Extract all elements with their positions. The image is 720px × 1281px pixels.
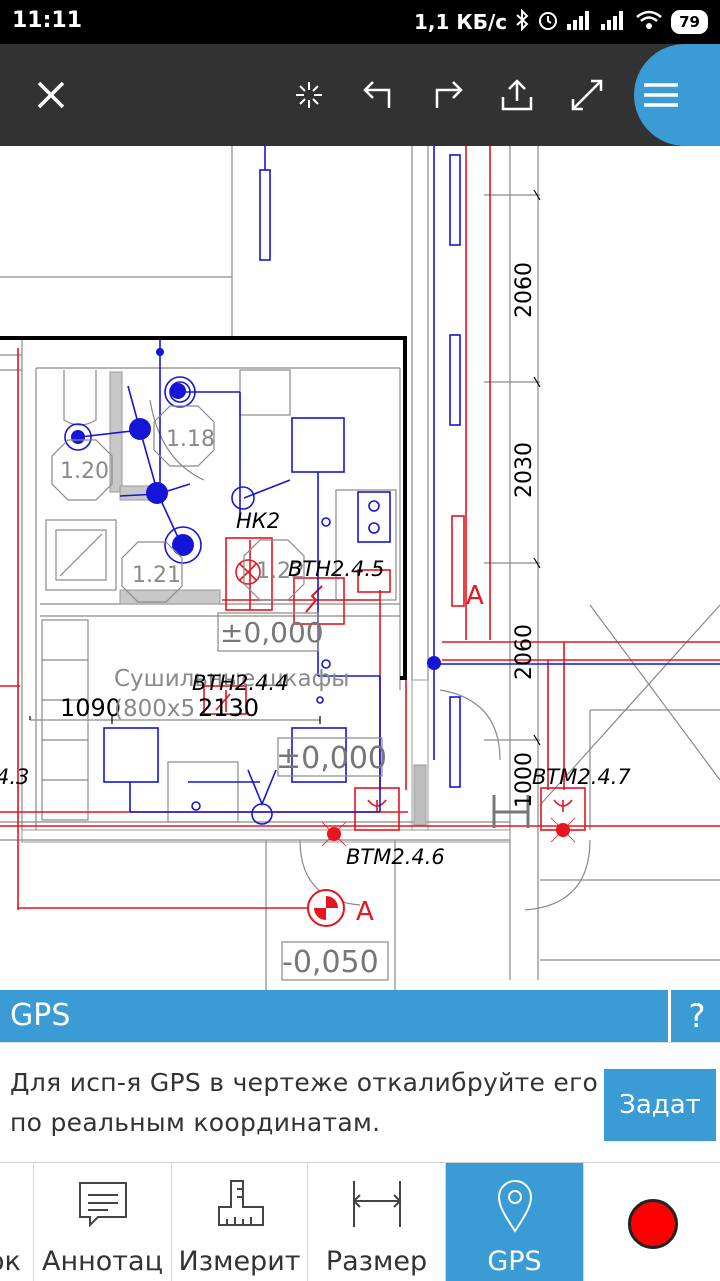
share-button[interactable]	[488, 66, 546, 124]
room-name-dryer: Сушильные шкафы	[114, 666, 349, 692]
label-a-top: A	[466, 581, 484, 611]
close-icon	[37, 81, 65, 109]
menu-button[interactable]	[634, 44, 720, 146]
red-lines	[0, 146, 720, 910]
fullscreen-button[interactable]	[558, 66, 616, 124]
gps-set-button[interactable]: Задат	[604, 1069, 716, 1141]
dim-2060-top: 2060	[512, 262, 537, 318]
room-dryer-size: (800x5	[114, 696, 195, 722]
redo-icon	[435, 81, 463, 108]
label-btn245: BTH2.4.5	[288, 557, 384, 581]
dimension-ticks	[29, 189, 541, 828]
room-tags	[51, 405, 389, 981]
cad-drawing: 2060 20 2030 2060 1000 1090 2130 1.18 1.…	[0, 146, 720, 990]
gps-panel-title: GPS	[10, 998, 71, 1033]
level-mark-1: ±0,000	[220, 616, 324, 649]
blue-points	[71, 348, 441, 670]
red-points	[307, 817, 576, 927]
status-bar: 11:11 1,1 КБ/с 79	[0, 0, 720, 44]
status-time: 11:11	[12, 8, 83, 33]
annotation-icon	[78, 1179, 128, 1233]
level-mark-2: ±0,000	[276, 741, 387, 776]
fullscreen-icon	[571, 79, 603, 111]
tab-measure[interactable]: Измерит	[172, 1163, 308, 1281]
gps-panel-header: GPS ?	[0, 990, 720, 1042]
room-1-18: 1.18	[166, 427, 215, 452]
tab-partial[interactable]: ок	[0, 1163, 34, 1281]
menu-icon	[644, 83, 678, 107]
label-btm247: BTM2.4.7	[532, 765, 631, 789]
label-btm246: BTM2.4.6	[346, 845, 445, 869]
location-pin-icon	[495, 1179, 535, 1237]
redo-button[interactable]	[418, 66, 476, 124]
blue-lines	[64, 146, 720, 825]
tab-partial-label: ок	[0, 1246, 21, 1277]
label-hk2: НК2	[236, 509, 280, 533]
bluetooth-icon	[515, 8, 529, 36]
alarm-icon	[537, 9, 559, 36]
room-1-21: 1.21	[132, 563, 181, 588]
hatched-walls	[21, 371, 511, 843]
tab-measure-label: Измерит	[178, 1246, 301, 1277]
network-speed: 1,1 КБ/с	[413, 10, 508, 34]
share-icon	[501, 79, 533, 111]
tab-gps[interactable]: GPS	[446, 1163, 584, 1281]
ruler-icon	[215, 1179, 265, 1233]
dim-1000: 1000	[512, 752, 537, 808]
tab-gps-label: GPS	[487, 1246, 542, 1277]
status-indicators: 1,1 КБ/с 79	[414, 6, 708, 38]
close-button[interactable]	[22, 66, 80, 124]
dim-2130: 2130	[198, 694, 259, 722]
room-1-20: 1.20	[60, 459, 109, 484]
dim-2030: 2030	[512, 442, 537, 498]
room-1-22: 1.22	[256, 559, 305, 584]
tab-dimension[interactable]: Размер	[308, 1163, 446, 1281]
battery-indicator: 79	[671, 10, 708, 34]
level-mark-3: -0,050	[282, 945, 379, 980]
label-a-bottom: A	[356, 897, 374, 927]
undo-icon	[363, 81, 391, 108]
drawing-canvas[interactable]: 2060 20 2030 2060 1000 1090 2130 1.18 1.…	[0, 146, 720, 990]
tab-dimension-label: Размер	[325, 1246, 428, 1277]
laser-pointer-icon	[296, 82, 322, 108]
label-edge-43: 4.3	[0, 765, 29, 789]
help-button[interactable]: ?	[668, 990, 720, 1042]
top-toolbar	[0, 44, 720, 146]
label-btn244: BTH2.4.4	[192, 671, 288, 695]
gps-panel-body: Для исп-я GPS в чертеже откалибруйте его…	[0, 1042, 720, 1163]
undo-button[interactable]	[350, 66, 408, 124]
tab-annotation[interactable]: Аннотац	[34, 1163, 172, 1281]
black-walls	[0, 336, 407, 680]
signal-icon-2	[601, 10, 627, 35]
dim-1090: 1090	[60, 694, 121, 722]
dim-2060-mid: 2060	[512, 624, 537, 680]
bottom-tab-bar: ок Аннотац Измерит Размер GPS	[0, 1162, 720, 1281]
record-button[interactable]	[628, 1199, 678, 1249]
laser-pointer-button[interactable]	[280, 66, 338, 124]
tab-annotation-label: Аннотац	[42, 1246, 163, 1277]
gps-calibration-message: Для исп-я GPS в чертеже откалибруйте его…	[10, 1068, 599, 1137]
wifi-icon	[635, 10, 663, 35]
dimension-icon	[350, 1179, 404, 1233]
signal-icon	[567, 10, 593, 35]
